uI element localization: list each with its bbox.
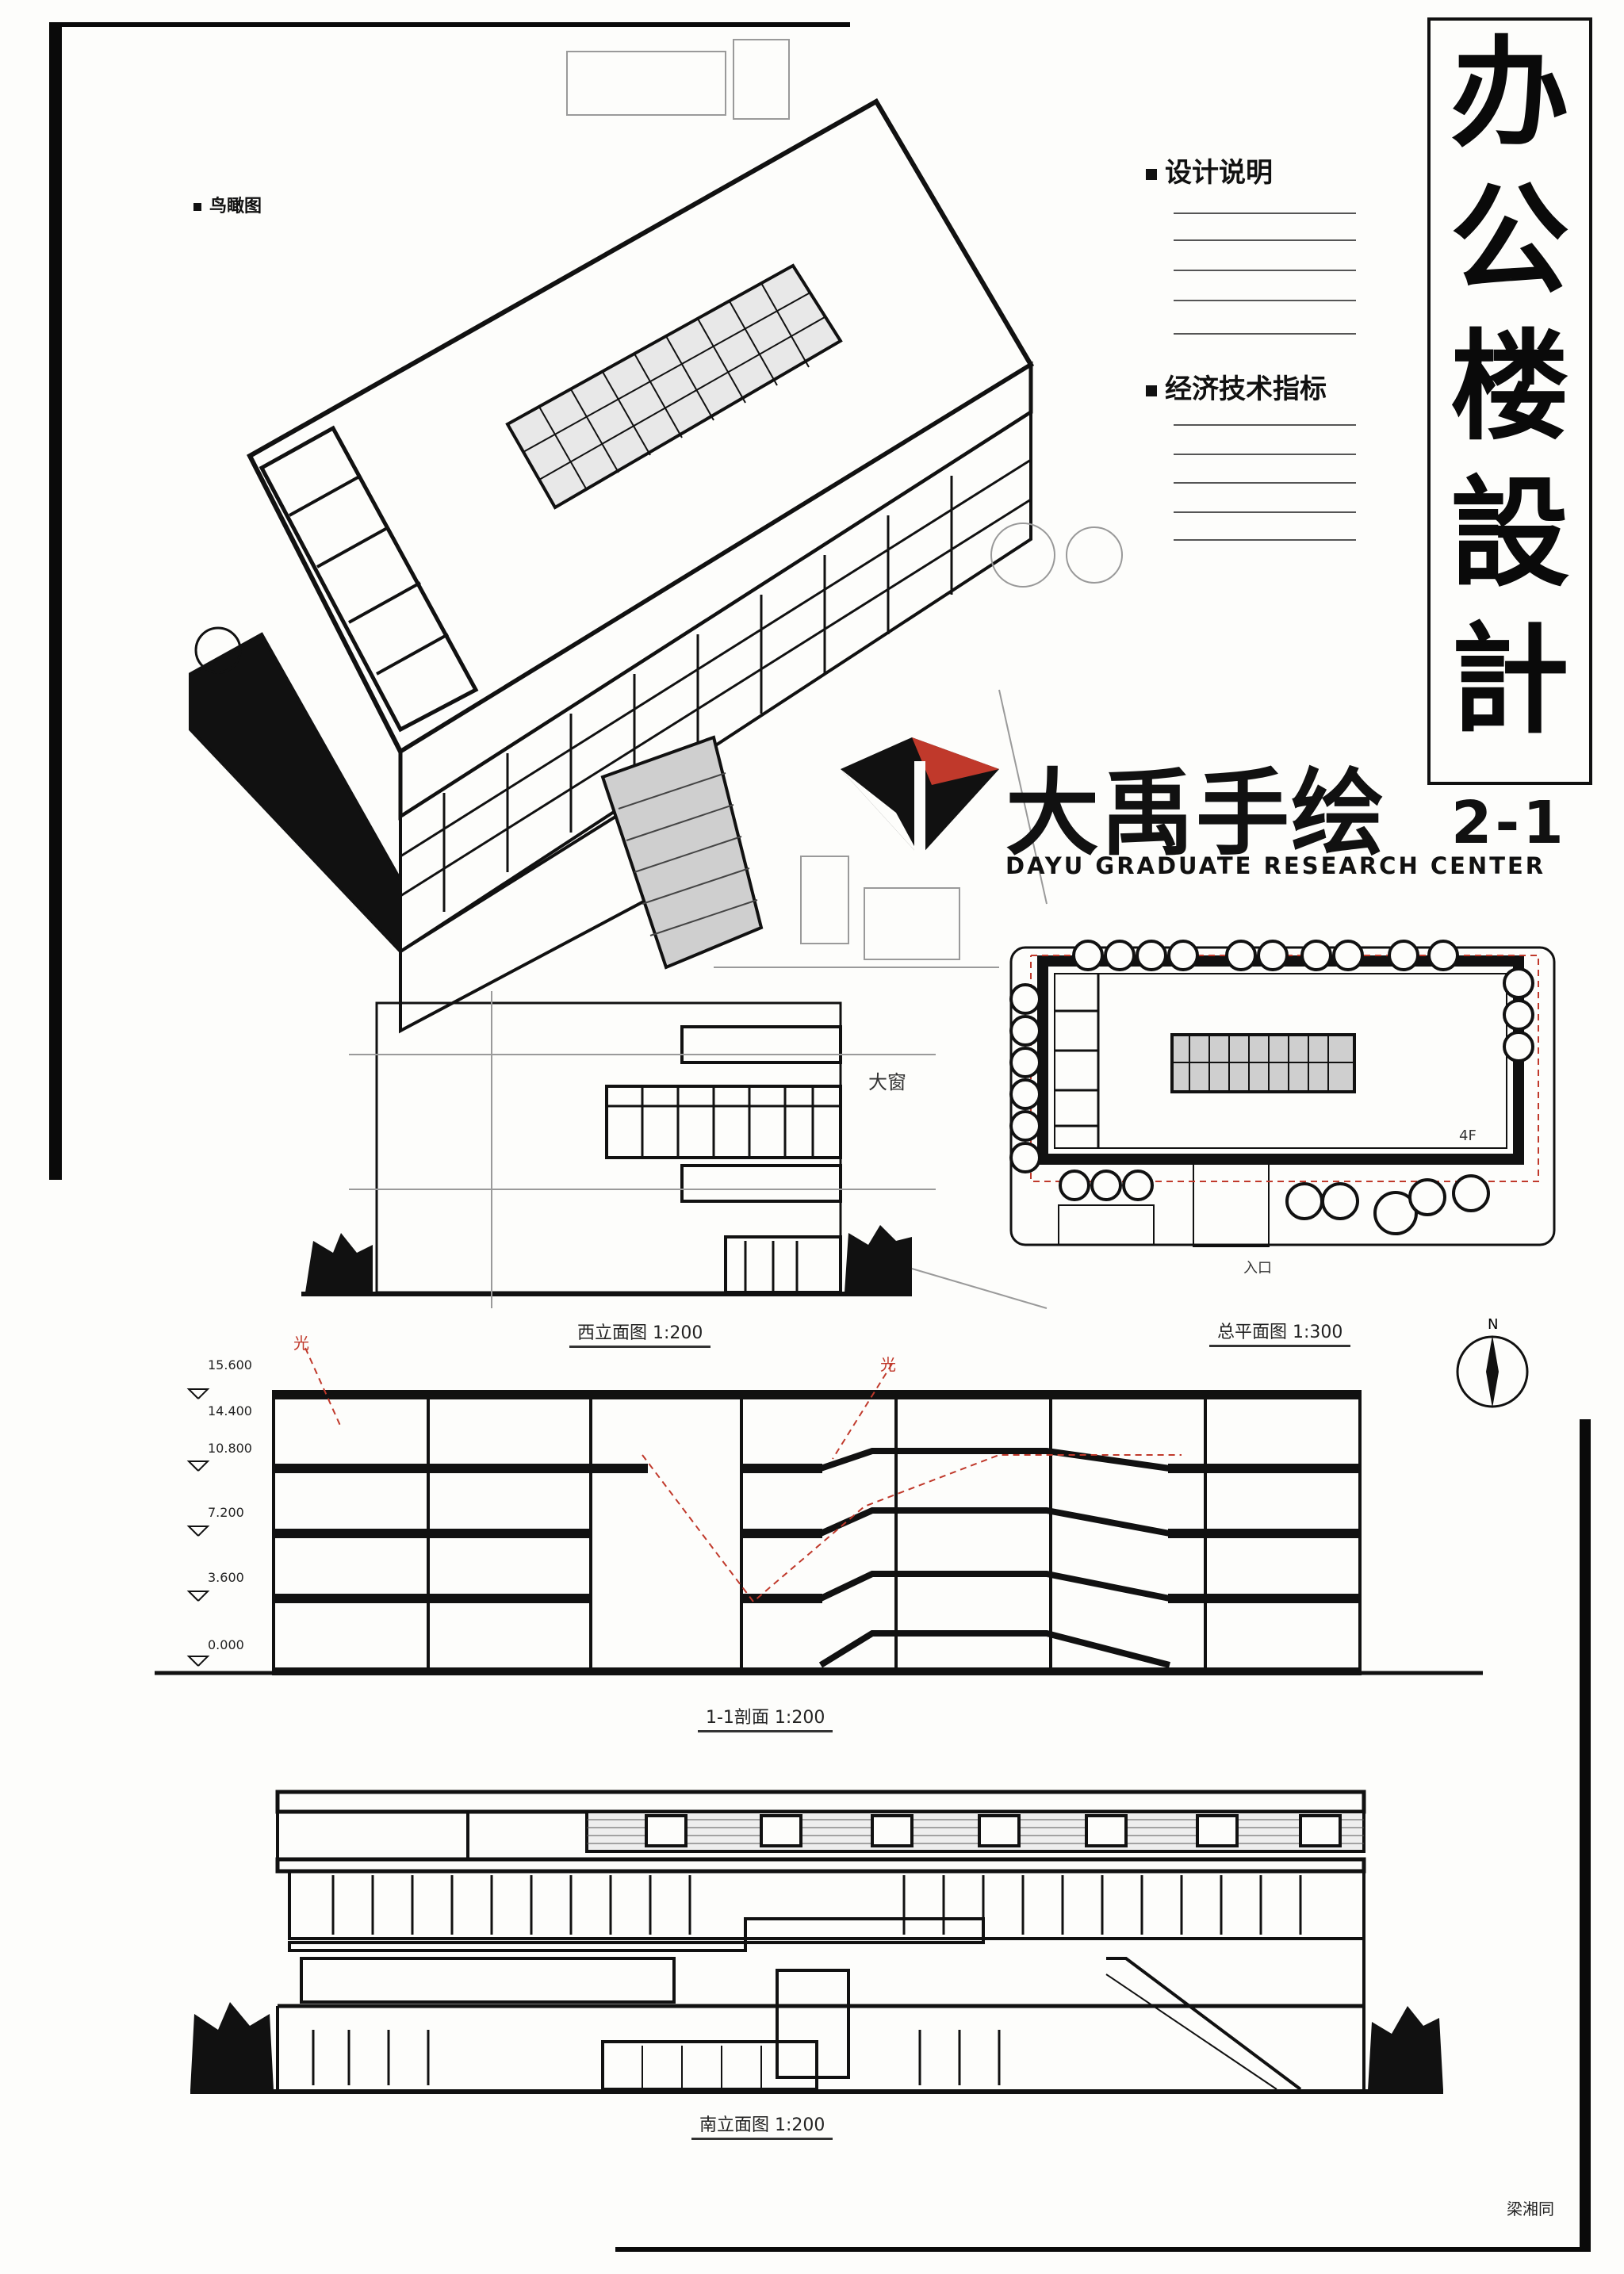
shrub-right	[845, 1225, 912, 1292]
bullet-icon	[193, 203, 201, 211]
title-char-2: 公	[1450, 170, 1569, 310]
title-char-1: 办	[1450, 24, 1569, 163]
atrium-stair-1	[819, 1507, 1170, 1537]
north-arrow-icon: N	[1456, 1316, 1529, 1408]
external-stair	[1106, 1957, 1302, 2091]
level-14400: 14.400	[208, 1403, 252, 1418]
tech-rule-3	[1174, 482, 1356, 484]
terrace-frame	[259, 425, 479, 733]
logo-name: 大禹手绘	[1005, 759, 1387, 868]
tech-rule-5	[1174, 539, 1356, 541]
design-notes-rule-4	[1174, 300, 1356, 301]
design-notes-label: 设计说明	[1165, 157, 1273, 189]
sheet-number: 2-1	[1451, 789, 1567, 857]
aerial-view-heading: 鸟瞰图	[193, 192, 262, 217]
atrium-stair-3	[818, 1630, 1170, 1668]
entrance-label: 入口	[1243, 1260, 1272, 1277]
signature: 梁湘同	[1507, 2199, 1554, 2218]
section-caption: 1-1剖面 1:200	[698, 1703, 833, 1732]
design-notes-rule-1	[1174, 212, 1356, 214]
bullet-icon	[1146, 385, 1157, 396]
light-label-right: 光	[880, 1355, 896, 1374]
frame-top-bar	[49, 22, 850, 27]
south-elevation-caption: 南立面图 1:200	[691, 2111, 833, 2140]
front-facade-lower	[399, 409, 1032, 955]
design-notes-rule-5	[1174, 333, 1356, 335]
title-char-5: 計	[1450, 611, 1569, 750]
logo-subtitle: DAYU GRADUATE RESEARCH CENTER	[1005, 852, 1546, 879]
design-notes-rule-3	[1174, 270, 1356, 271]
south-shrub-left	[190, 2002, 274, 2090]
design-notes-rule-2	[1174, 239, 1356, 241]
tech-rule-2	[1174, 454, 1356, 455]
frame-bottom-bar	[615, 2247, 1591, 2252]
west-elevation-caption: 西立面图 1:200	[569, 1319, 711, 1348]
tech-indicators-heading: 经济技术指标	[1146, 367, 1327, 406]
site-plan-caption: 总平面图 1:300	[1209, 1318, 1351, 1347]
shrub-left	[305, 1233, 373, 1292]
level-7200: 7.200	[208, 1505, 244, 1520]
title-char-4: 設	[1450, 464, 1569, 603]
title-char-3: 楼	[1450, 317, 1569, 457]
south-shrub-right	[1368, 2006, 1443, 2090]
atrium-stair-2	[819, 1571, 1170, 1602]
level-15600: 15.600	[208, 1357, 252, 1372]
entrance-stair	[600, 735, 764, 970]
level-10800: 10.800	[208, 1441, 252, 1456]
level-0000: 0.000	[208, 1637, 244, 1652]
frame-right-bar	[1580, 1419, 1591, 2252]
logo-mark-icon	[841, 737, 999, 856]
svg-text:N: N	[1488, 1316, 1498, 1333]
level-3600: 3.600	[208, 1570, 244, 1585]
big-window-label: 大窗	[868, 1071, 906, 1093]
atrium-stair-top	[819, 1448, 1170, 1472]
design-notes-heading: 设计说明	[1146, 151, 1273, 190]
light-label-left: 光	[293, 1334, 309, 1353]
bullet-icon	[1146, 168, 1157, 180]
site-plan-floor-tag: 4F	[1459, 1127, 1477, 1144]
tech-rule-1	[1174, 424, 1356, 426]
frame-left-bar	[49, 22, 62, 1180]
aerial-view-label: 鸟瞰图	[209, 197, 262, 216]
tech-rule-4	[1174, 511, 1356, 513]
tech-indicators-label: 经济技术指标	[1165, 373, 1327, 405]
title-block: 办 公 楼 設 計	[1427, 17, 1592, 785]
